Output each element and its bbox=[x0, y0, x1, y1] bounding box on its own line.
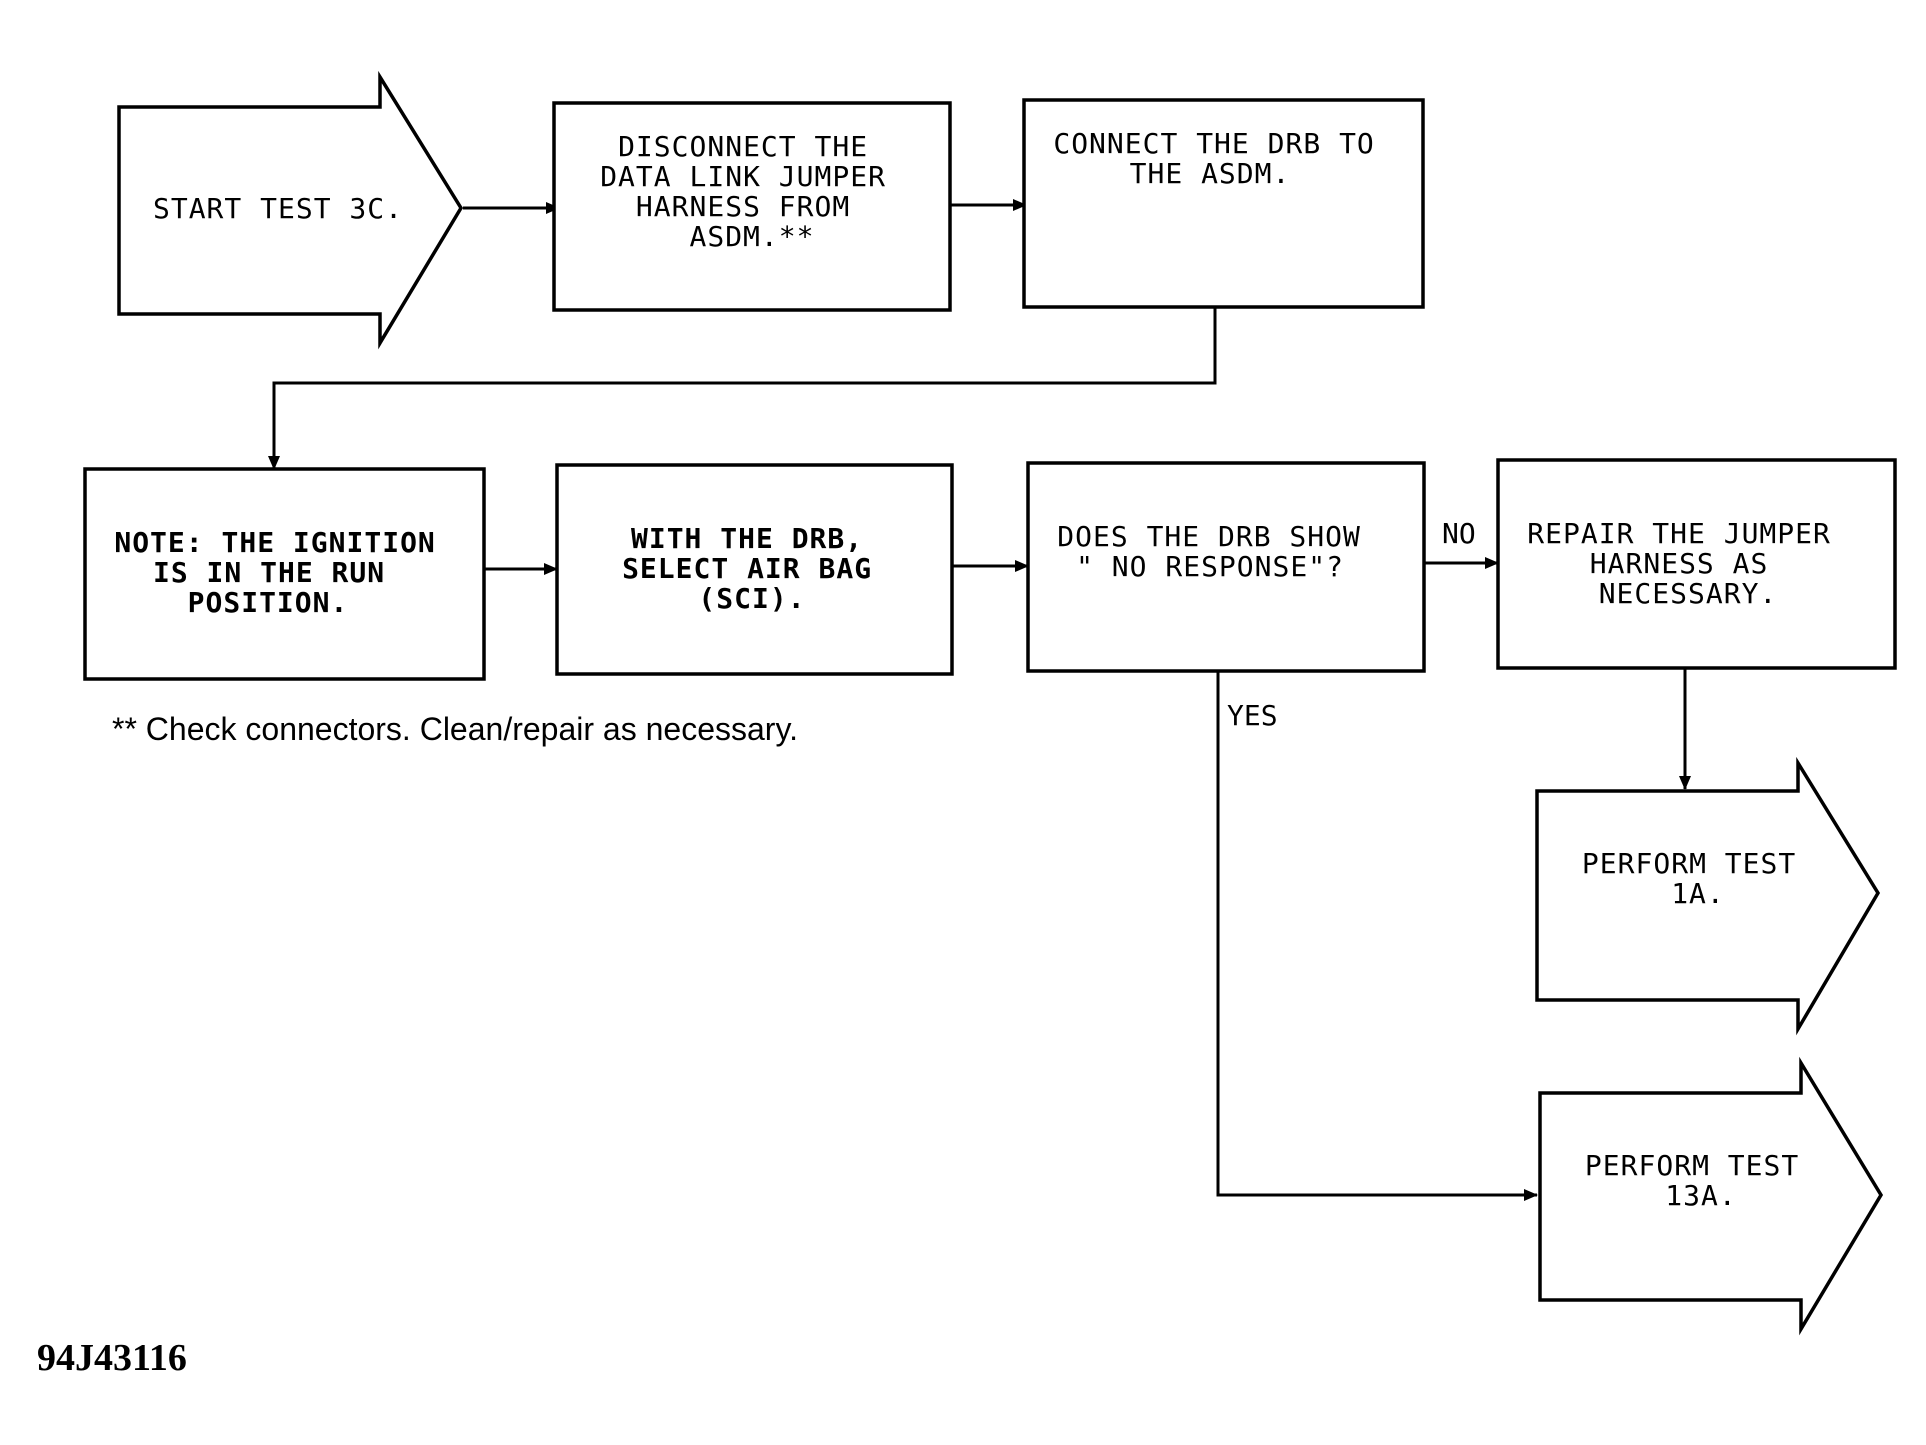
note-label-line-2: IS IN THE RUN bbox=[153, 556, 385, 589]
decision-label: DOES THE DRB SHOW " NO RESPONSE"? bbox=[1057, 520, 1378, 583]
select-label-line-3: (SCI). bbox=[698, 582, 805, 615]
connect-label: CONNECT THE DRB TO THE ASDM. bbox=[1053, 127, 1392, 190]
repair-label-line-2: HARNESS AS bbox=[1590, 547, 1769, 580]
connector-connect-to-note bbox=[268, 307, 1217, 470]
select-label: WITH THE DRB, SELECT AIR BAG (SCI). bbox=[622, 522, 890, 615]
disconnect-node: DISCONNECT THE DATA LINK JUMPER HARNESS … bbox=[552, 101, 952, 312]
disconnect-label: DISCONNECT THE DATA LINK JUMPER HARNESS … bbox=[600, 130, 904, 253]
select-node: WITH THE DRB, SELECT AIR BAG (SCI). bbox=[555, 463, 954, 676]
select-label-line-2: SELECT AIR BAG bbox=[622, 552, 872, 585]
test-13a-arrow-shape bbox=[1538, 1056, 1884, 1336]
repair-label-line-1: REPAIR THE JUMPER bbox=[1527, 517, 1831, 550]
figure-id: 94J43116 bbox=[37, 1337, 187, 1379]
start-label: START TEST 3C. bbox=[153, 192, 403, 225]
disconnect-label-line-4: ASDM.** bbox=[689, 220, 814, 253]
test-13a-label-line-1: PERFORM TEST bbox=[1585, 1149, 1799, 1182]
select-label-line-1: WITH THE DRB, bbox=[631, 522, 863, 555]
note-label-line-3: POSITION. bbox=[188, 586, 349, 619]
connect-label-line-2: THE ASDM. bbox=[1130, 157, 1291, 190]
test-13a-node: PERFORM TEST 13A. bbox=[1538, 1056, 1884, 1336]
disconnect-label-line-2: DATA LINK JUMPER bbox=[600, 160, 886, 193]
branch-label-yes: YES bbox=[1227, 699, 1278, 732]
test-1a-arrow-shape bbox=[1535, 756, 1881, 1036]
test-13a-label: PERFORM TEST 13A. bbox=[1585, 1149, 1817, 1212]
test-1a-label: PERFORM TEST 1A. bbox=[1582, 847, 1814, 910]
connect-label-line-1: CONNECT THE DRB TO bbox=[1053, 127, 1374, 160]
test-13a-label-line-2: 13A. bbox=[1665, 1179, 1736, 1212]
disconnect-label-line-1: DISCONNECT THE bbox=[618, 130, 868, 163]
test-1a-label-line-1: PERFORM TEST bbox=[1582, 847, 1796, 880]
select-box bbox=[555, 463, 954, 676]
connectors bbox=[268, 199, 1691, 1201]
disconnect-box bbox=[552, 101, 952, 312]
test-1a-node: PERFORM TEST 1A. bbox=[1535, 756, 1881, 1036]
note-box bbox=[83, 467, 486, 681]
decision-node: DOES THE DRB SHOW " NO RESPONSE"? bbox=[1026, 461, 1426, 673]
connect-box bbox=[1022, 98, 1425, 309]
branch-label-no: NO bbox=[1442, 517, 1476, 550]
test-1a-label-line-2: 1A. bbox=[1671, 877, 1725, 910]
decision-box bbox=[1026, 461, 1426, 673]
disconnect-label-line-3: HARNESS FROM bbox=[636, 190, 850, 223]
start-arrow-shape bbox=[117, 70, 464, 350]
repair-label: REPAIR THE JUMPER HARNESS AS NECESSARY. bbox=[1527, 517, 1848, 610]
decision-label-line-2: " NO RESPONSE"? bbox=[1076, 550, 1344, 583]
start-label-line-1: START TEST 3C. bbox=[153, 192, 403, 225]
note-node: NOTE: THE IGNITION IS IN THE RUN POSITIO… bbox=[83, 467, 486, 681]
repair-node: REPAIR THE JUMPER HARNESS AS NECESSARY. bbox=[1496, 458, 1897, 670]
start-node: START TEST 3C. bbox=[117, 70, 464, 350]
note-label-line-1: NOTE: THE IGNITION bbox=[114, 526, 435, 559]
connector-decision-yes-to-test-13a bbox=[1216, 671, 1538, 1201]
footnote: ** Check connectors. Clean/repair as nec… bbox=[112, 711, 798, 747]
decision-label-line-1: DOES THE DRB SHOW bbox=[1057, 520, 1361, 553]
repair-box bbox=[1496, 458, 1897, 670]
note-label: NOTE: THE IGNITION IS IN THE RUN POSITIO… bbox=[114, 526, 453, 619]
connect-node: CONNECT THE DRB TO THE ASDM. bbox=[1022, 98, 1425, 309]
repair-label-line-3: NECESSARY. bbox=[1599, 577, 1778, 610]
